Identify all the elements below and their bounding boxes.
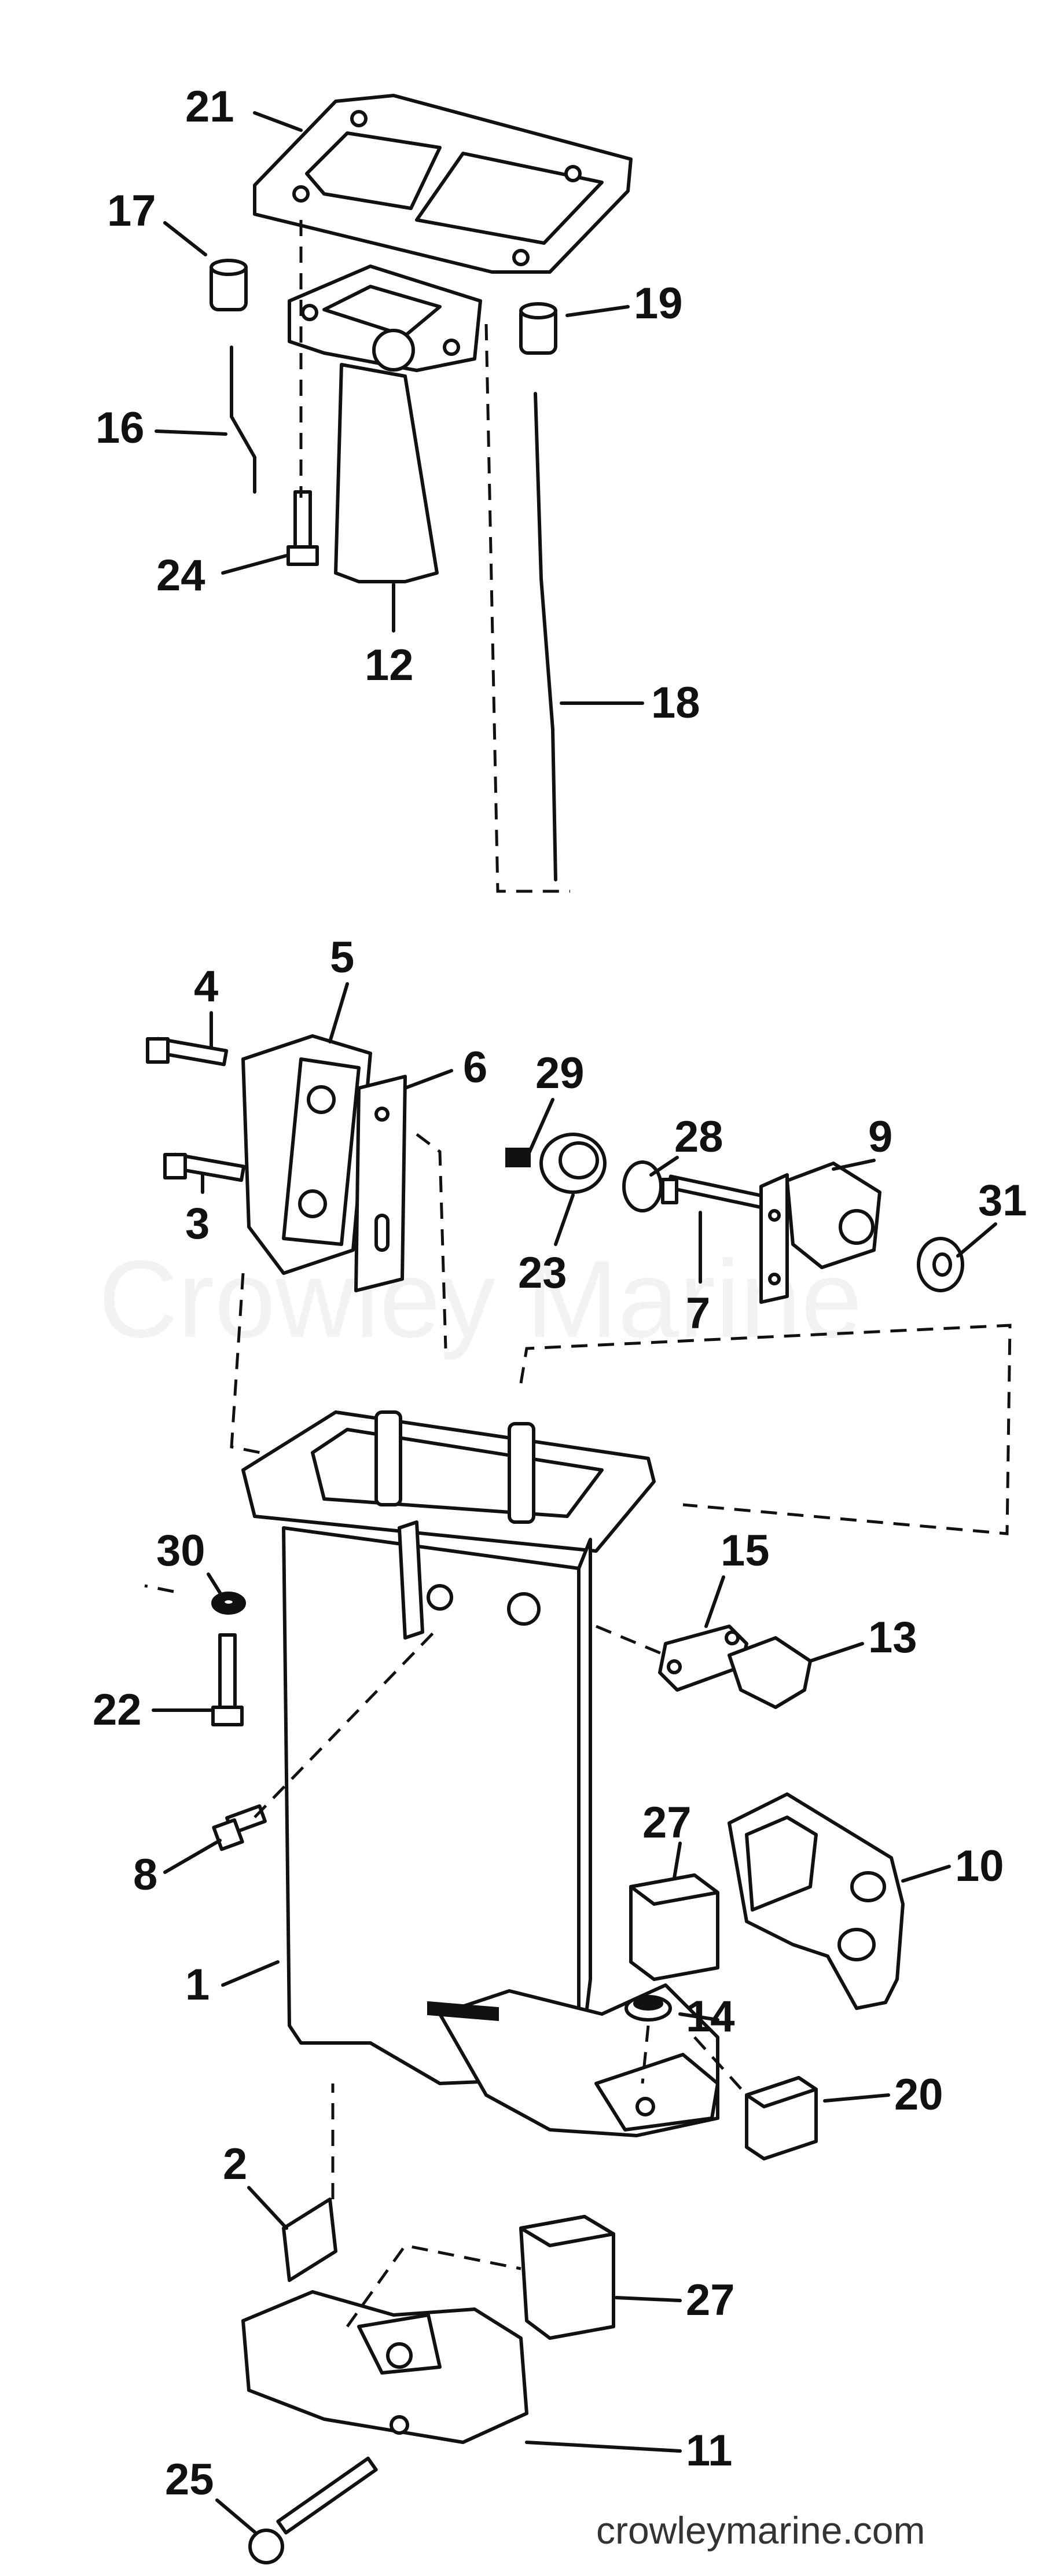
part-22-screw bbox=[211, 1633, 244, 1726]
callout-1: 1 bbox=[185, 1960, 210, 2009]
part-23-cover bbox=[539, 1133, 607, 1194]
callout-19: 19 bbox=[634, 279, 683, 328]
callout-14: 14 bbox=[686, 1992, 735, 2041]
part-14-grommet bbox=[624, 1995, 672, 2022]
guide-screw-8 bbox=[254, 1631, 435, 1818]
callout-27: 27 bbox=[642, 1798, 692, 1847]
guide-middle bbox=[144, 1133, 1012, 1593]
callout-22: 22 bbox=[93, 1685, 142, 1735]
callout-10: 10 bbox=[955, 1842, 1004, 1891]
leader-lines bbox=[152, 111, 997, 2534]
part-25-bolt bbox=[248, 2456, 378, 2564]
part-27-rubber-mount-upper bbox=[629, 1873, 719, 1981]
callout-6: 6 bbox=[463, 1043, 487, 1092]
part-2-clip bbox=[282, 2197, 337, 2282]
part-9-fitting bbox=[759, 1162, 881, 1304]
footer-url: crowleymarine.com bbox=[596, 2509, 925, 2552]
part-5-cover bbox=[241, 1034, 372, 1275]
part-10-bracket bbox=[728, 1792, 905, 2010]
callout-18: 18 bbox=[651, 678, 700, 727]
callout-17: 17 bbox=[107, 186, 156, 236]
part-13-bracket bbox=[728, 1636, 812, 1709]
callout-3: 3 bbox=[185, 1199, 210, 1248]
part-21-gasket bbox=[253, 94, 633, 274]
callout-5: 5 bbox=[330, 933, 354, 982]
part-16-water-tube bbox=[230, 346, 256, 494]
part-30-washer bbox=[211, 1592, 246, 1615]
callout-11: 11 bbox=[686, 2426, 732, 2475]
part-4-screw bbox=[146, 1037, 229, 1067]
part-17-grommet bbox=[210, 259, 248, 311]
callout-7: 7 bbox=[686, 1289, 710, 1338]
callout-21: 21 bbox=[185, 82, 234, 131]
part-27-rubber-mount-lower bbox=[519, 2215, 615, 2340]
callout-24: 24 bbox=[156, 551, 205, 600]
callout-20: 20 bbox=[894, 2070, 943, 2119]
callout-15: 15 bbox=[721, 1526, 770, 1575]
callout-25: 25 bbox=[165, 2455, 214, 2504]
part-31-washer bbox=[917, 1237, 964, 1292]
watermark: Crowley Marine bbox=[98, 1238, 862, 1361]
callout-23: 23 bbox=[518, 1248, 567, 1298]
part-12-exhaust-tube bbox=[288, 264, 482, 583]
callout-29: 29 bbox=[535, 1049, 585, 1098]
part-28-o-ring bbox=[622, 1160, 663, 1212]
callout-4: 4 bbox=[194, 962, 218, 1011]
guide-20 bbox=[693, 2036, 748, 2096]
callout-12: 12 bbox=[365, 641, 414, 690]
part-20-rubber-mount bbox=[745, 2076, 818, 2160]
part-3-screw bbox=[163, 1152, 246, 1182]
callout-13: 13 bbox=[868, 1613, 917, 1662]
callout-8: 8 bbox=[133, 1850, 157, 1899]
part-7-bolt bbox=[661, 1174, 769, 1210]
part-18-water-tube bbox=[534, 392, 557, 881]
part-1-midsection bbox=[241, 1410, 719, 2137]
callout-16: 16 bbox=[95, 403, 145, 453]
guide-top bbox=[299, 220, 570, 893]
part-29-screw bbox=[505, 1148, 531, 1167]
callout-31: 31 bbox=[978, 1176, 1027, 1225]
callout-28: 28 bbox=[674, 1112, 723, 1162]
part-6-gasket bbox=[354, 1075, 407, 1292]
callout-30: 30 bbox=[156, 1526, 205, 1575]
part-8-screw bbox=[212, 1804, 267, 1851]
callout-27-lower: 27 bbox=[686, 2276, 735, 2325]
callout-9: 9 bbox=[868, 1112, 892, 1162]
callout-2: 2 bbox=[223, 2140, 247, 2189]
part-19-grommet bbox=[519, 302, 557, 355]
part-15-gasket bbox=[658, 1625, 748, 1692]
part-24-screw bbox=[286, 490, 319, 566]
guide-11 bbox=[346, 2244, 521, 2328]
part-11-bracket bbox=[241, 2290, 528, 2444]
guide-15 bbox=[596, 1625, 666, 1657]
guide-14 bbox=[641, 2025, 650, 2084]
